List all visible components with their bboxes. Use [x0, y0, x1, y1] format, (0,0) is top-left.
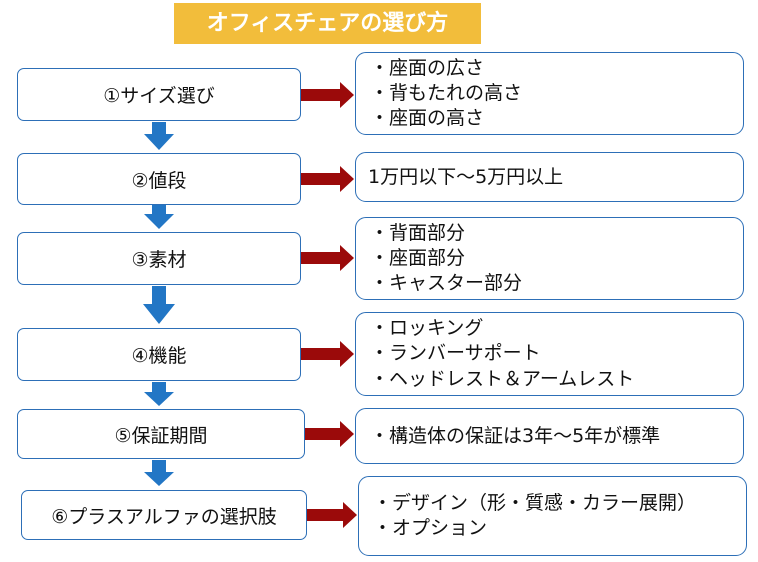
- step-price: ②値段: [17, 153, 301, 205]
- detail-item: ・オプション: [373, 517, 488, 539]
- step-label: ③素材: [131, 249, 187, 271]
- down-arrow: [144, 460, 174, 486]
- step-label: ①サイズ選び: [103, 85, 215, 107]
- detail-item: ・構造体の保証は3年～5年が標準: [370, 424, 661, 447]
- page-title: オフィスチェアの選び方: [174, 3, 481, 44]
- detail-item: 1万円以下～5万円以上: [368, 165, 564, 188]
- detail-item: ・ランバーサポート: [370, 342, 541, 365]
- step-label: ②値段: [131, 169, 187, 192]
- down-arrow: [144, 382, 174, 406]
- detail-item: ・背もたれの高さ: [370, 82, 523, 104]
- step-material: ③素材: [17, 232, 301, 285]
- detail-item: ・座面部分: [370, 247, 466, 269]
- right-arrow: [301, 82, 354, 108]
- step-warranty: ⑤保証期間: [17, 409, 305, 459]
- detail-material: ・背面部分 ・座面部分 ・キャスター部分: [355, 217, 744, 300]
- detail-warranty: ・構造体の保証は3年～5年が標準: [355, 408, 744, 464]
- detail-item: ・ヘッドレスト＆アームレスト: [370, 367, 635, 390]
- detail-item: ・ロッキング: [370, 316, 484, 339]
- right-arrow: [301, 245, 354, 271]
- detail-extras: ・デザイン（形・質感・カラー展開） ・オプション: [358, 476, 747, 556]
- down-arrow: [144, 122, 174, 150]
- detail-price: 1万円以下～5万円以上: [355, 152, 744, 202]
- step-label: ⑤保証期間: [114, 424, 208, 447]
- step-size: ①サイズ選び: [17, 68, 301, 121]
- detail-item: ・座面の広さ: [370, 57, 485, 79]
- detail-item: ・デザイン（形・質感・カラー展開）: [373, 492, 697, 514]
- step-function: ④機能: [17, 328, 301, 381]
- detail-item: ・キャスター部分: [370, 272, 523, 294]
- right-arrow: [307, 502, 357, 528]
- detail-size: ・座面の広さ ・背もたれの高さ ・座面の高さ: [355, 52, 744, 135]
- detail-item: ・座面の高さ: [370, 107, 485, 129]
- detail-function: ・ロッキング ・ランバーサポート ・ヘッドレスト＆アームレスト: [355, 312, 744, 396]
- right-arrow: [301, 341, 354, 367]
- step-label: ④機能: [131, 345, 187, 367]
- right-arrow: [305, 421, 354, 447]
- down-arrow: [144, 205, 174, 229]
- right-arrow: [301, 166, 354, 192]
- step-extras: ⑥プラスアルファの選択肢: [21, 490, 307, 540]
- step-label: ⑥プラスアルファの選択肢: [51, 505, 277, 528]
- detail-item: ・背面部分: [370, 222, 466, 244]
- down-arrow: [143, 286, 175, 324]
